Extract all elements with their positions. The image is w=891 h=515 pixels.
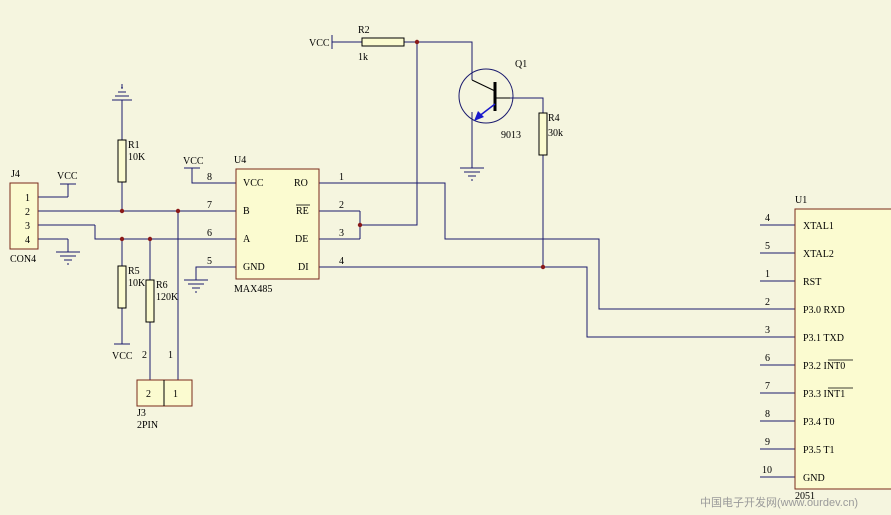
vcc-label: VCC	[112, 351, 133, 362]
pin-number: 3	[25, 221, 30, 232]
component-ref: R2	[358, 25, 370, 36]
pin-number: 8	[765, 409, 770, 420]
pin-number: 2	[765, 297, 770, 308]
pin-number: 8	[207, 172, 212, 183]
junction-dot	[119, 236, 125, 242]
pin-number: 9	[765, 437, 770, 448]
component-part: 9013	[501, 130, 521, 141]
component-value: 10K	[128, 152, 146, 163]
component-ref: Q1	[515, 59, 527, 70]
junction-dot	[175, 208, 181, 214]
pin-number: 2	[339, 200, 344, 211]
pin-name: P3.2 INT0	[803, 361, 845, 372]
pin-name: P3.5 T1	[803, 445, 835, 456]
pin-number: 2	[146, 389, 151, 400]
pin-number: 5	[765, 241, 770, 252]
pin-name: GND	[803, 473, 825, 484]
power-symbol-r2: VCC	[309, 35, 335, 49]
component-ref: R1	[128, 140, 140, 151]
pin-name: VCC	[243, 178, 264, 189]
pin-number: 7	[765, 381, 770, 392]
ground-symbol-j4	[56, 251, 80, 265]
junctions	[119, 39, 546, 270]
component-part: MAX485	[234, 284, 272, 295]
pin-number: 2	[25, 207, 30, 218]
pin-number: 4	[25, 235, 30, 246]
pin-name: RE	[296, 206, 309, 217]
component-value: 10K	[128, 278, 146, 289]
pin-number: 4	[339, 256, 344, 267]
junction-dot	[147, 236, 153, 242]
wires	[38, 41, 795, 478]
vcc-label: VCC	[309, 38, 330, 49]
vcc-label: VCC	[57, 171, 78, 182]
ground-symbol-q1	[460, 167, 484, 181]
junction-dot	[414, 39, 420, 45]
component-ref: R6	[156, 280, 168, 291]
vcc-label: VCC	[183, 156, 204, 167]
junction-dot	[119, 208, 125, 214]
pin-number: 1	[173, 389, 178, 400]
transistor-q1: Q1 9013	[458, 59, 527, 141]
junction-dot	[357, 222, 363, 228]
ground-symbol-u4	[184, 279, 208, 293]
pin-number: 1	[25, 193, 30, 204]
pin-name: DE	[295, 234, 308, 245]
pin-number: 6	[207, 228, 212, 239]
component-ref: U4	[234, 155, 246, 166]
pin-number: 3	[339, 228, 344, 239]
pin-name: P3.1 TXD	[803, 333, 844, 344]
resistor-r5: R5 10K	[117, 265, 146, 309]
resistor-r4: R4 30k	[538, 112, 563, 156]
pin-number: 1	[339, 172, 344, 183]
component-part: CON4	[10, 254, 36, 265]
pin-number: 10	[762, 465, 772, 476]
pin-name: P3.0 RXD	[803, 305, 845, 316]
wire-label: 1	[168, 350, 173, 361]
resistor-r1: R1 10K	[117, 139, 146, 183]
pin-name: RST	[803, 277, 821, 288]
resistor-r2: R2 1k	[358, 25, 405, 63]
connector-j4: J4 1 2 3 4 CON4	[9, 169, 39, 265]
pin-name: XTAL2	[803, 249, 834, 260]
component-ref: R5	[128, 266, 140, 277]
pin-name: DI	[298, 262, 309, 273]
watermark: 中国电子开发网(www.ourdev.cn)	[700, 495, 858, 509]
pin-number: 1	[765, 269, 770, 280]
component-value: 30k	[548, 128, 563, 139]
pin-name: GND	[243, 262, 265, 273]
component-value: 1k	[358, 52, 368, 63]
pin-number: 4	[765, 213, 770, 224]
ic-u4-max485: U4 MAX485 8 VCC 7 B 6 A 5 GND 1 RO 2 RE …	[207, 155, 344, 295]
pin-number: 6	[765, 353, 770, 364]
ic-u1-2051: U1 2051 4 XTAL1 5 XTAL2 1 RST 2 P3.0 RXD…	[762, 195, 891, 502]
power-symbol-u4: VCC	[183, 156, 204, 169]
pin-name: B	[243, 206, 250, 217]
pin-name: XTAL1	[803, 221, 834, 232]
ground-symbol-r1	[112, 84, 132, 101]
connector-j3: 2 1 2 1 J3 2PIN	[136, 350, 193, 431]
power-symbol-j4: VCC	[57, 171, 78, 185]
component-ref: J4	[11, 169, 20, 180]
pin-number: 7	[207, 200, 212, 211]
pin-number: 5	[207, 256, 212, 267]
component-value: 120K	[156, 292, 179, 303]
pin-name: RO	[294, 178, 308, 189]
resistor-r6: R6 120K	[145, 279, 179, 323]
junction-dot	[540, 264, 546, 270]
component-part: 2PIN	[137, 420, 158, 431]
pin-name: P3.3 INT1	[803, 389, 845, 400]
pin-name: A	[243, 234, 251, 245]
power-symbol-r5: VCC	[112, 343, 133, 362]
component-ref: J3	[137, 408, 146, 419]
wire-label: 2	[142, 350, 147, 361]
component-ref: U1	[795, 195, 807, 206]
component-ref: R4	[548, 113, 560, 124]
pin-number: 3	[765, 325, 770, 336]
component-part: 2051	[795, 491, 815, 502]
pin-name: P3.4 T0	[803, 417, 835, 428]
